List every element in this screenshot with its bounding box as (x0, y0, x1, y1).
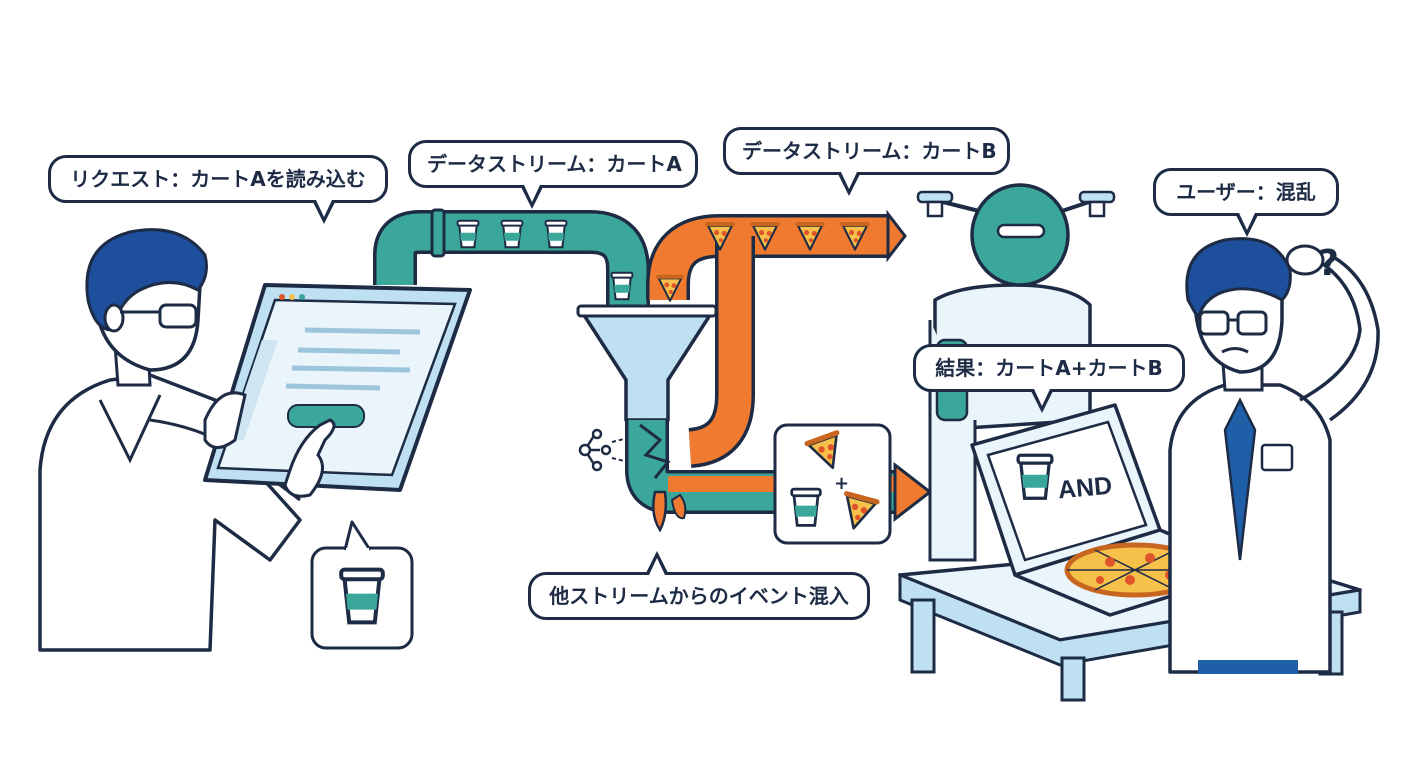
cup-icon (1016, 453, 1054, 500)
orange-pipe (646, 209, 907, 468)
question-mark: ? (1318, 243, 1339, 284)
and-label: AND (1056, 471, 1114, 505)
request-bubble: リクエスト：カートAを読み込む (48, 155, 388, 224)
mixed-items-card: + (773, 423, 892, 545)
user-bubble: ユーザー：混乱 (1153, 168, 1339, 237)
stream-b-bubble: データストリーム：カートB (723, 127, 1010, 196)
result-bubble: 結果：カートA+カートB (913, 344, 1185, 413)
funnel-icon (576, 304, 718, 422)
pizza-box-icon (970, 403, 1257, 617)
cup-icon (544, 219, 568, 249)
cup-icon (456, 219, 480, 249)
cup-icon (610, 271, 634, 301)
contamination-bubble: 他ストリームからのイベント混入 (528, 551, 870, 620)
cup-callout (310, 520, 414, 650)
user-label: ユーザー：混乱 (1176, 180, 1316, 204)
stream-a-bubble: データストリーム：カートA (408, 140, 698, 209)
cup-icon (500, 219, 524, 249)
contamination-label: 他ストリームからのイベント混入 (549, 584, 849, 608)
result-label: 結果：カートA+カートB (935, 356, 1163, 380)
tablet-device (203, 283, 472, 498)
stream-a-label: データストリーム：カートA (427, 152, 682, 176)
stream-b-label: データストリーム：カートB (742, 139, 997, 163)
cup-icon (790, 487, 822, 527)
confused-user: ? (1168, 237, 1380, 674)
cup-icon (341, 570, 383, 623)
teal-pipe (373, 208, 650, 310)
request-label: リクエスト：カートAを読み込む (70, 167, 366, 191)
network-node-icon (578, 428, 629, 472)
plus-sign: + (834, 473, 849, 494)
